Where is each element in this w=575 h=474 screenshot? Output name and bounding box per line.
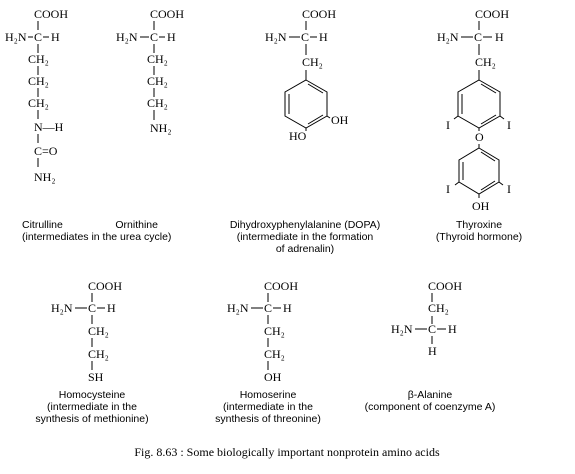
homocysteine-cooh: COOH [88, 279, 122, 293]
citrulline-nh: N—H [34, 120, 64, 134]
homocysteine-h2n: H₂N [51, 301, 73, 315]
dopa-alpha-carbon: C [301, 30, 309, 44]
beta-alanine-structure: COOH CH₂ H₂N C H H [391, 279, 462, 358]
homoserine-ch2-b: CH₂ [264, 347, 285, 361]
label-dopa-line3: of adrenalin) [276, 243, 334, 255]
citrulline-h2n: H₂N [5, 30, 27, 44]
citrulline-ch2-c: CH₂ [28, 96, 49, 110]
dopa-benzene-ring [284, 79, 328, 129]
label-beta-alanine-line2: (component of coenzyme A) [365, 401, 496, 413]
homocysteine-alpha-carbon: C [88, 301, 96, 315]
figure-caption: Fig. 8.63 : Some biologically important … [134, 445, 440, 459]
thyroxine-outer-ring [458, 147, 500, 195]
thyroxine-oh: OH [472, 199, 490, 213]
beta-alanine-cooh: COOH [428, 279, 462, 293]
thyroxine-h2n: H₂N [437, 30, 459, 44]
homocysteine-ch2-b: CH₂ [88, 347, 109, 361]
thyroxine-h: H [495, 30, 504, 44]
homoserine-h: H [283, 301, 292, 315]
label-beta-alanine: β-Alanine (component of coenzyme A) [365, 389, 496, 413]
citrulline-ch2-b: CH₂ [28, 74, 49, 88]
thyroxine-structure: COOH H₂N C H CH₂ I I O I I [437, 7, 511, 213]
homoserine-oh: OH [264, 370, 282, 384]
ornithine-h: H [167, 30, 176, 44]
label-homoserine-line1: Homoserine [240, 389, 297, 401]
ornithine-alpha-carbon: C [150, 30, 158, 44]
citrulline-h: H [51, 30, 60, 44]
ornithine-cooh: COOH [150, 7, 184, 21]
beta-alanine-h2n: H₂N [391, 322, 413, 336]
citrulline-alpha-carbon: C [34, 30, 42, 44]
thyroxine-cooh: COOH [475, 7, 509, 21]
label-thyroxine: Thyroxine (Thyroid hormone) [436, 219, 522, 243]
label-dopa: Dihydroxyphenylalanine (DOPA) (intermedi… [230, 219, 380, 255]
label-thyroxine-line2: (Thyroid hormone) [436, 231, 522, 243]
label-homoserine-line2: (intermediate in the [223, 401, 313, 413]
label-citrulline-ornithine: Citrulline Ornithine (intermediates in t… [22, 219, 171, 243]
thyroxine-ch2: CH₂ [475, 55, 496, 69]
ornithine-structure: COOH H₂N C H CH₂ CH₂ CH₂ NH₂ [116, 7, 184, 135]
label-dopa-line1: Dihydroxyphenylalanine (DOPA) [230, 219, 380, 231]
dopa-h2n: H₂N [265, 30, 287, 44]
homocysteine-structure: COOH H₂N C H CH₂ CH₂ SH [51, 279, 122, 384]
homocysteine-h: H [107, 301, 116, 315]
dopa-oh: OH [331, 113, 349, 127]
ornithine-ch2-a: CH₂ [147, 52, 168, 66]
homocysteine-ch2-a: CH₂ [88, 324, 109, 338]
thyroxine-iodine-2: I [507, 118, 511, 132]
ornithine-h2n: H₂N [116, 30, 138, 44]
label-homocysteine-line1: Homocysteine [59, 389, 126, 401]
beta-alanine-h-right: H [448, 322, 457, 336]
dopa-h: H [319, 30, 328, 44]
thyroxine-iodine-4: I [507, 182, 511, 196]
homoserine-cooh: COOH [264, 279, 298, 293]
label-homocysteine: Homocysteine (intermediate in the synthe… [35, 389, 148, 425]
beta-alanine-h-below: H [428, 344, 437, 358]
thyroxine-alpha-carbon: C [474, 30, 482, 44]
label-homocysteine-line3: synthesis of methionine) [35, 413, 148, 425]
label-thyroxine-line1: Thyroxine [456, 219, 502, 231]
thyroxine-inner-ring [457, 79, 501, 129]
beta-alanine-carbon: C [428, 322, 436, 336]
label-beta-alanine-line1: β-Alanine [408, 389, 453, 401]
label-homoserine: Homoserine (intermediate in the synthesi… [215, 389, 321, 425]
dopa-ho: HO [289, 129, 307, 143]
dopa-ch2: CH₂ [302, 55, 323, 69]
thyroxine-iodine-3: I [446, 182, 450, 196]
label-homocysteine-line2: (intermediate in the [47, 401, 137, 413]
dopa-cooh: COOH [302, 7, 336, 21]
ornithine-ch2-b: CH₂ [147, 74, 168, 88]
ornithine-ch2-c: CH₂ [147, 96, 168, 110]
homoserine-alpha-carbon: C [264, 301, 272, 315]
label-citrulline-ornithine-line2: (intermediates in the urea cycle) [22, 231, 171, 243]
citrulline-nh2: NH₂ [34, 170, 56, 184]
label-homoserine-line3: synthesis of threonine) [215, 413, 321, 425]
citrulline-structure: COOH H₂N C H CH₂ CH₂ CH₂ N—H C=O NH₂ [5, 7, 68, 184]
homoserine-h2n: H₂N [227, 301, 249, 315]
homocysteine-sh: SH [88, 370, 104, 384]
homoserine-ch2-a: CH₂ [264, 324, 285, 338]
citrulline-carbonyl: C=O [34, 144, 58, 158]
thyroxine-ether-oxygen: O [475, 130, 484, 144]
citrulline-cooh: COOH [34, 7, 68, 21]
beta-alanine-ch2: CH₂ [428, 301, 449, 315]
label-citrulline-ornithine-line1: Citrulline Ornithine [22, 219, 158, 231]
citrulline-ch2-a: CH₂ [28, 52, 49, 66]
thyroxine-iodine-1: I [446, 118, 450, 132]
homoserine-structure: COOH H₂N C H CH₂ CH₂ OH [227, 279, 298, 384]
dopa-structure: COOH H₂N C H CH₂ OH HO [265, 7, 349, 143]
ornithine-nh2: NH₂ [150, 121, 172, 135]
label-dopa-line2: (intermediate in the formation [237, 231, 374, 243]
